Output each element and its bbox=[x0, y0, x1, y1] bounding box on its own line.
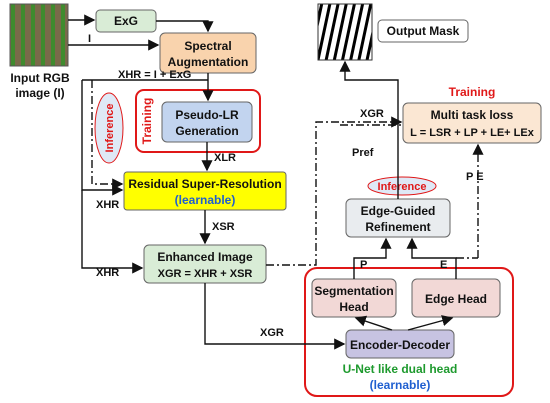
enhanced-image-node: Enhanced Image XGR = XHR + XSR bbox=[143, 244, 267, 284]
training-tag-right: Training bbox=[449, 85, 496, 99]
unet-line2: (learnable) bbox=[370, 378, 431, 392]
label-xlr: XLR bbox=[214, 152, 236, 164]
inference-tag-left: Inference bbox=[104, 104, 116, 153]
enhanced-line2: XGR = XHR + XSR bbox=[158, 268, 253, 280]
label-xhr-1: XHR bbox=[96, 199, 119, 211]
edge-guided-refinement-node: Edge-Guided Refinement bbox=[345, 198, 451, 238]
label-xgr-1: XGR bbox=[260, 327, 284, 339]
segmentation-head-node: Segmentation Head bbox=[311, 278, 397, 318]
label-i: I bbox=[88, 33, 91, 45]
label-p: P bbox=[360, 259, 367, 271]
unet-line1: U-Net like dual head bbox=[343, 362, 458, 376]
spectral-line1: Spectral bbox=[184, 39, 231, 53]
label-xhr-2: XHR bbox=[96, 267, 119, 279]
seg-head-line1: Segmentation bbox=[314, 284, 393, 298]
exg-label: ExG bbox=[114, 14, 138, 28]
training-tag-left: Training bbox=[140, 98, 154, 145]
pseudo-line2: Generation bbox=[175, 124, 238, 138]
dashdot-connectors bbox=[91, 80, 484, 266]
residual-line1: Residual Super-Resolution bbox=[128, 177, 281, 191]
encoder-label: Encoder-Decoder bbox=[350, 338, 450, 352]
inference-tag-right: Inference bbox=[378, 181, 427, 193]
connectors bbox=[68, 14, 457, 350]
multitask-line1: Multi task loss bbox=[431, 108, 514, 122]
output-mask-image bbox=[317, 3, 373, 61]
output-mask-node: Output Mask bbox=[377, 19, 469, 43]
refine-line2: Refinement bbox=[365, 220, 430, 234]
input-image bbox=[9, 3, 69, 67]
exg-node: ExG bbox=[95, 9, 157, 33]
multitask-line2: L = LSR + LP + LE+ LEx bbox=[410, 127, 535, 139]
input-label-line2: image (I) bbox=[15, 86, 64, 100]
inference-ellipse-right bbox=[367, 176, 437, 196]
edge-head-node: Edge Head bbox=[411, 278, 501, 318]
pseudo-lr-node: Pseudo-LR Generation bbox=[161, 101, 253, 143]
label-xhr-eq: XHR = I + ExG bbox=[118, 69, 191, 81]
label-p-e: P E bbox=[466, 171, 484, 183]
enhanced-line1: Enhanced Image bbox=[157, 250, 253, 264]
spectral-augmentation-node: Spectral Augmentation bbox=[159, 32, 257, 74]
pseudo-line1: Pseudo-LR bbox=[175, 108, 239, 122]
label-xgr-2: XGR bbox=[360, 108, 384, 120]
input-label-line1: Input RGB bbox=[10, 71, 70, 85]
residual-line2: (learnable) bbox=[175, 193, 236, 207]
refine-line1: Edge-Guided bbox=[361, 204, 436, 218]
output-mask-label: Output Mask bbox=[387, 24, 460, 38]
unet-box bbox=[304, 267, 514, 397]
residual-sr-node: Residual Super-Resolution (learnable) bbox=[123, 171, 287, 211]
edge-head-label: Edge Head bbox=[425, 292, 487, 306]
spectral-line2: Augmentation bbox=[168, 55, 249, 69]
label-xsr: XSR bbox=[212, 221, 235, 233]
seg-head-line2: Head bbox=[339, 300, 368, 314]
multitask-loss-node: Multi task loss L = LSR + LP + LE+ LEx bbox=[402, 102, 542, 144]
inference-ellipse-left bbox=[94, 92, 124, 164]
label-pref: Pref bbox=[352, 147, 374, 159]
training-box-left bbox=[135, 89, 261, 153]
label-e: E bbox=[440, 259, 447, 271]
encoder-decoder-node: Encoder-Decoder bbox=[345, 329, 455, 359]
